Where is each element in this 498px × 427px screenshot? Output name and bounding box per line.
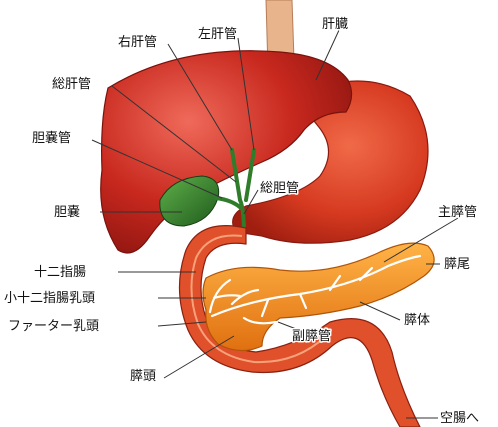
label-pancreas-head: 膵頭 [130, 369, 156, 384]
label-common-hepatic-duct: 総肝管 [52, 77, 91, 92]
label-main-pancreatic-duct: 主膵管 [438, 205, 477, 220]
label-left-hepatic-duct: 左肝管 [198, 27, 237, 42]
label-liver: 肝臓 [322, 17, 348, 32]
label-accessory-pancreatic-duct: 副膵管 [292, 329, 331, 344]
label-cystic-duct: 胆嚢管 [32, 130, 71, 146]
label-to-jejunum: 空腸へ [440, 411, 479, 426]
label-duodenum: 十二指腸 [34, 265, 86, 280]
label-right-hepatic-duct: 右肝管 [118, 35, 157, 50]
label-pancreas-tail: 膵尾 [444, 257, 470, 272]
label-vater-papilla: ファーター乳頭 [8, 319, 99, 334]
label-pancreas-body: 膵体 [404, 313, 430, 328]
label-gallbladder: 胆嚢 [54, 204, 80, 220]
label-minor-duodenal-papilla: 小十二指腸乳頭 [4, 291, 95, 306]
label-common-bile-duct: 総胆管 [260, 181, 299, 196]
